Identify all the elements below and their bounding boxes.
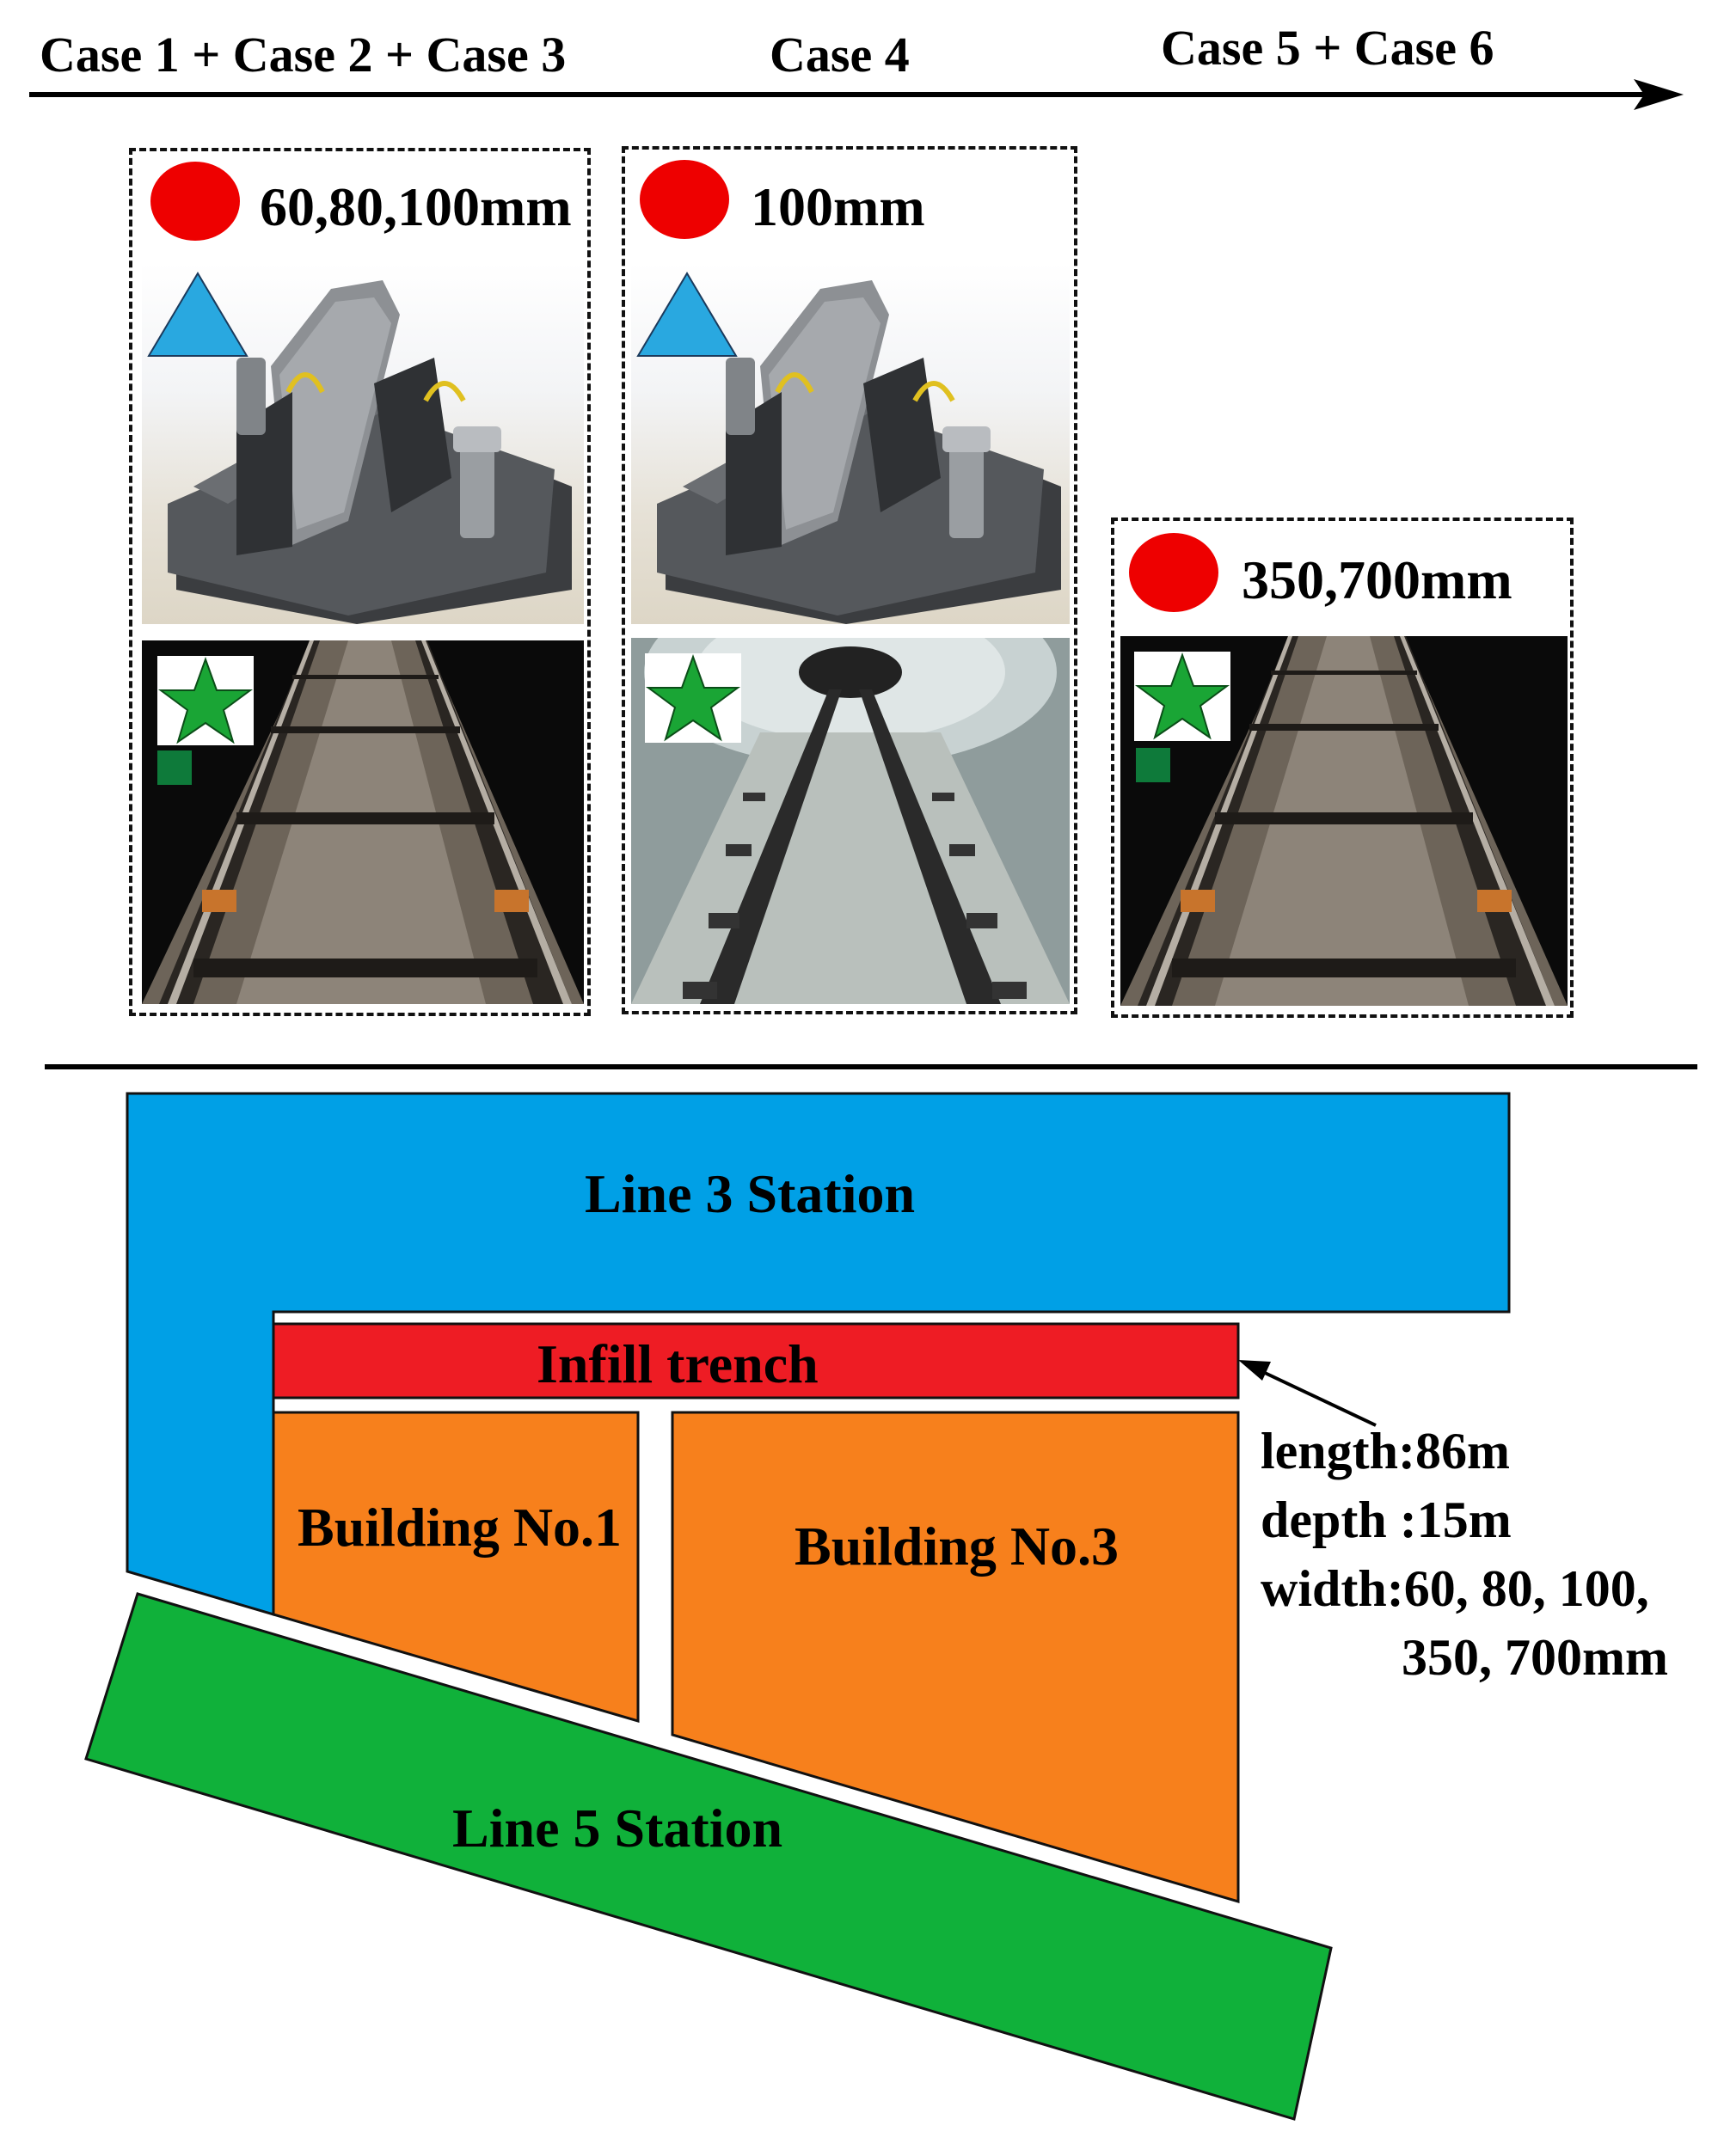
- track-photo-tunnel: [631, 638, 1070, 1004]
- trench-width: width:60, 80, 100,: [1261, 1560, 1649, 1617]
- green-star-marker-icon: [645, 653, 741, 743]
- blue-triangle-marker-icon: [147, 272, 248, 357]
- trench-length: length:86m: [1261, 1423, 1510, 1479]
- section-divider: [45, 1064, 1697, 1069]
- green-star-marker-icon: [1134, 652, 1230, 741]
- trench-depth: depth :15m: [1261, 1491, 1512, 1548]
- building-1-label: Building No.1: [298, 1497, 623, 1558]
- case-label-5-6: Case 5 + Case 6: [1161, 20, 1494, 76]
- trench-width-cont: 350, 700mm: [1402, 1629, 1668, 1686]
- case-box-1: 60,80,100mm: [129, 148, 591, 1016]
- case-label-4: Case 4: [770, 27, 910, 83]
- track-photo-dark: [1120, 636, 1568, 1006]
- building-3-label: Building No.3: [795, 1516, 1120, 1577]
- infill-trench-label: Infill trench: [537, 1333, 819, 1394]
- red-circle-marker-icon: [1129, 533, 1218, 612]
- case-box-1-label: 60,80,100mm: [260, 176, 572, 237]
- case-box-2-label: 100mm: [751, 176, 925, 237]
- rail-fastener-image: [142, 263, 584, 624]
- timeline-arrow-line: [29, 92, 1672, 97]
- case-box-2: 100mm: [622, 146, 1077, 1014]
- red-circle-marker-icon: [640, 160, 729, 239]
- trench-pointer-arrowhead-icon: [1238, 1360, 1271, 1381]
- case-box-3-label: 350,700mm: [1242, 549, 1512, 610]
- case-label-1-2-3: Case 1 + Case 2 + Case 3: [40, 27, 567, 83]
- track-photo-dark: [142, 640, 584, 1004]
- building-3-shape: [671, 1411, 1240, 1904]
- timeline-arrowhead-icon: [1634, 79, 1684, 110]
- line3-station-label: Line 3 Station: [585, 1163, 916, 1224]
- rail-fastener-image: [631, 263, 1070, 624]
- line3-station-shape: [126, 1092, 1511, 1617]
- blue-triangle-marker-icon: [636, 272, 738, 357]
- building-1-shape: [272, 1411, 640, 1724]
- case-box-3: 350,700mm: [1111, 518, 1574, 1018]
- green-star-marker-icon: [157, 656, 254, 745]
- line5-station-label: Line 5 Station: [452, 1798, 783, 1859]
- trench-specs: length:86m depth :15m width:60, 80, 100,…: [1261, 1417, 1668, 1692]
- infill-trench-shape: [272, 1322, 1240, 1400]
- trench-pointer-line: [1248, 1363, 1377, 1427]
- line5-station-shape: [84, 1592, 1333, 2121]
- red-circle-marker-icon: [150, 162, 240, 241]
